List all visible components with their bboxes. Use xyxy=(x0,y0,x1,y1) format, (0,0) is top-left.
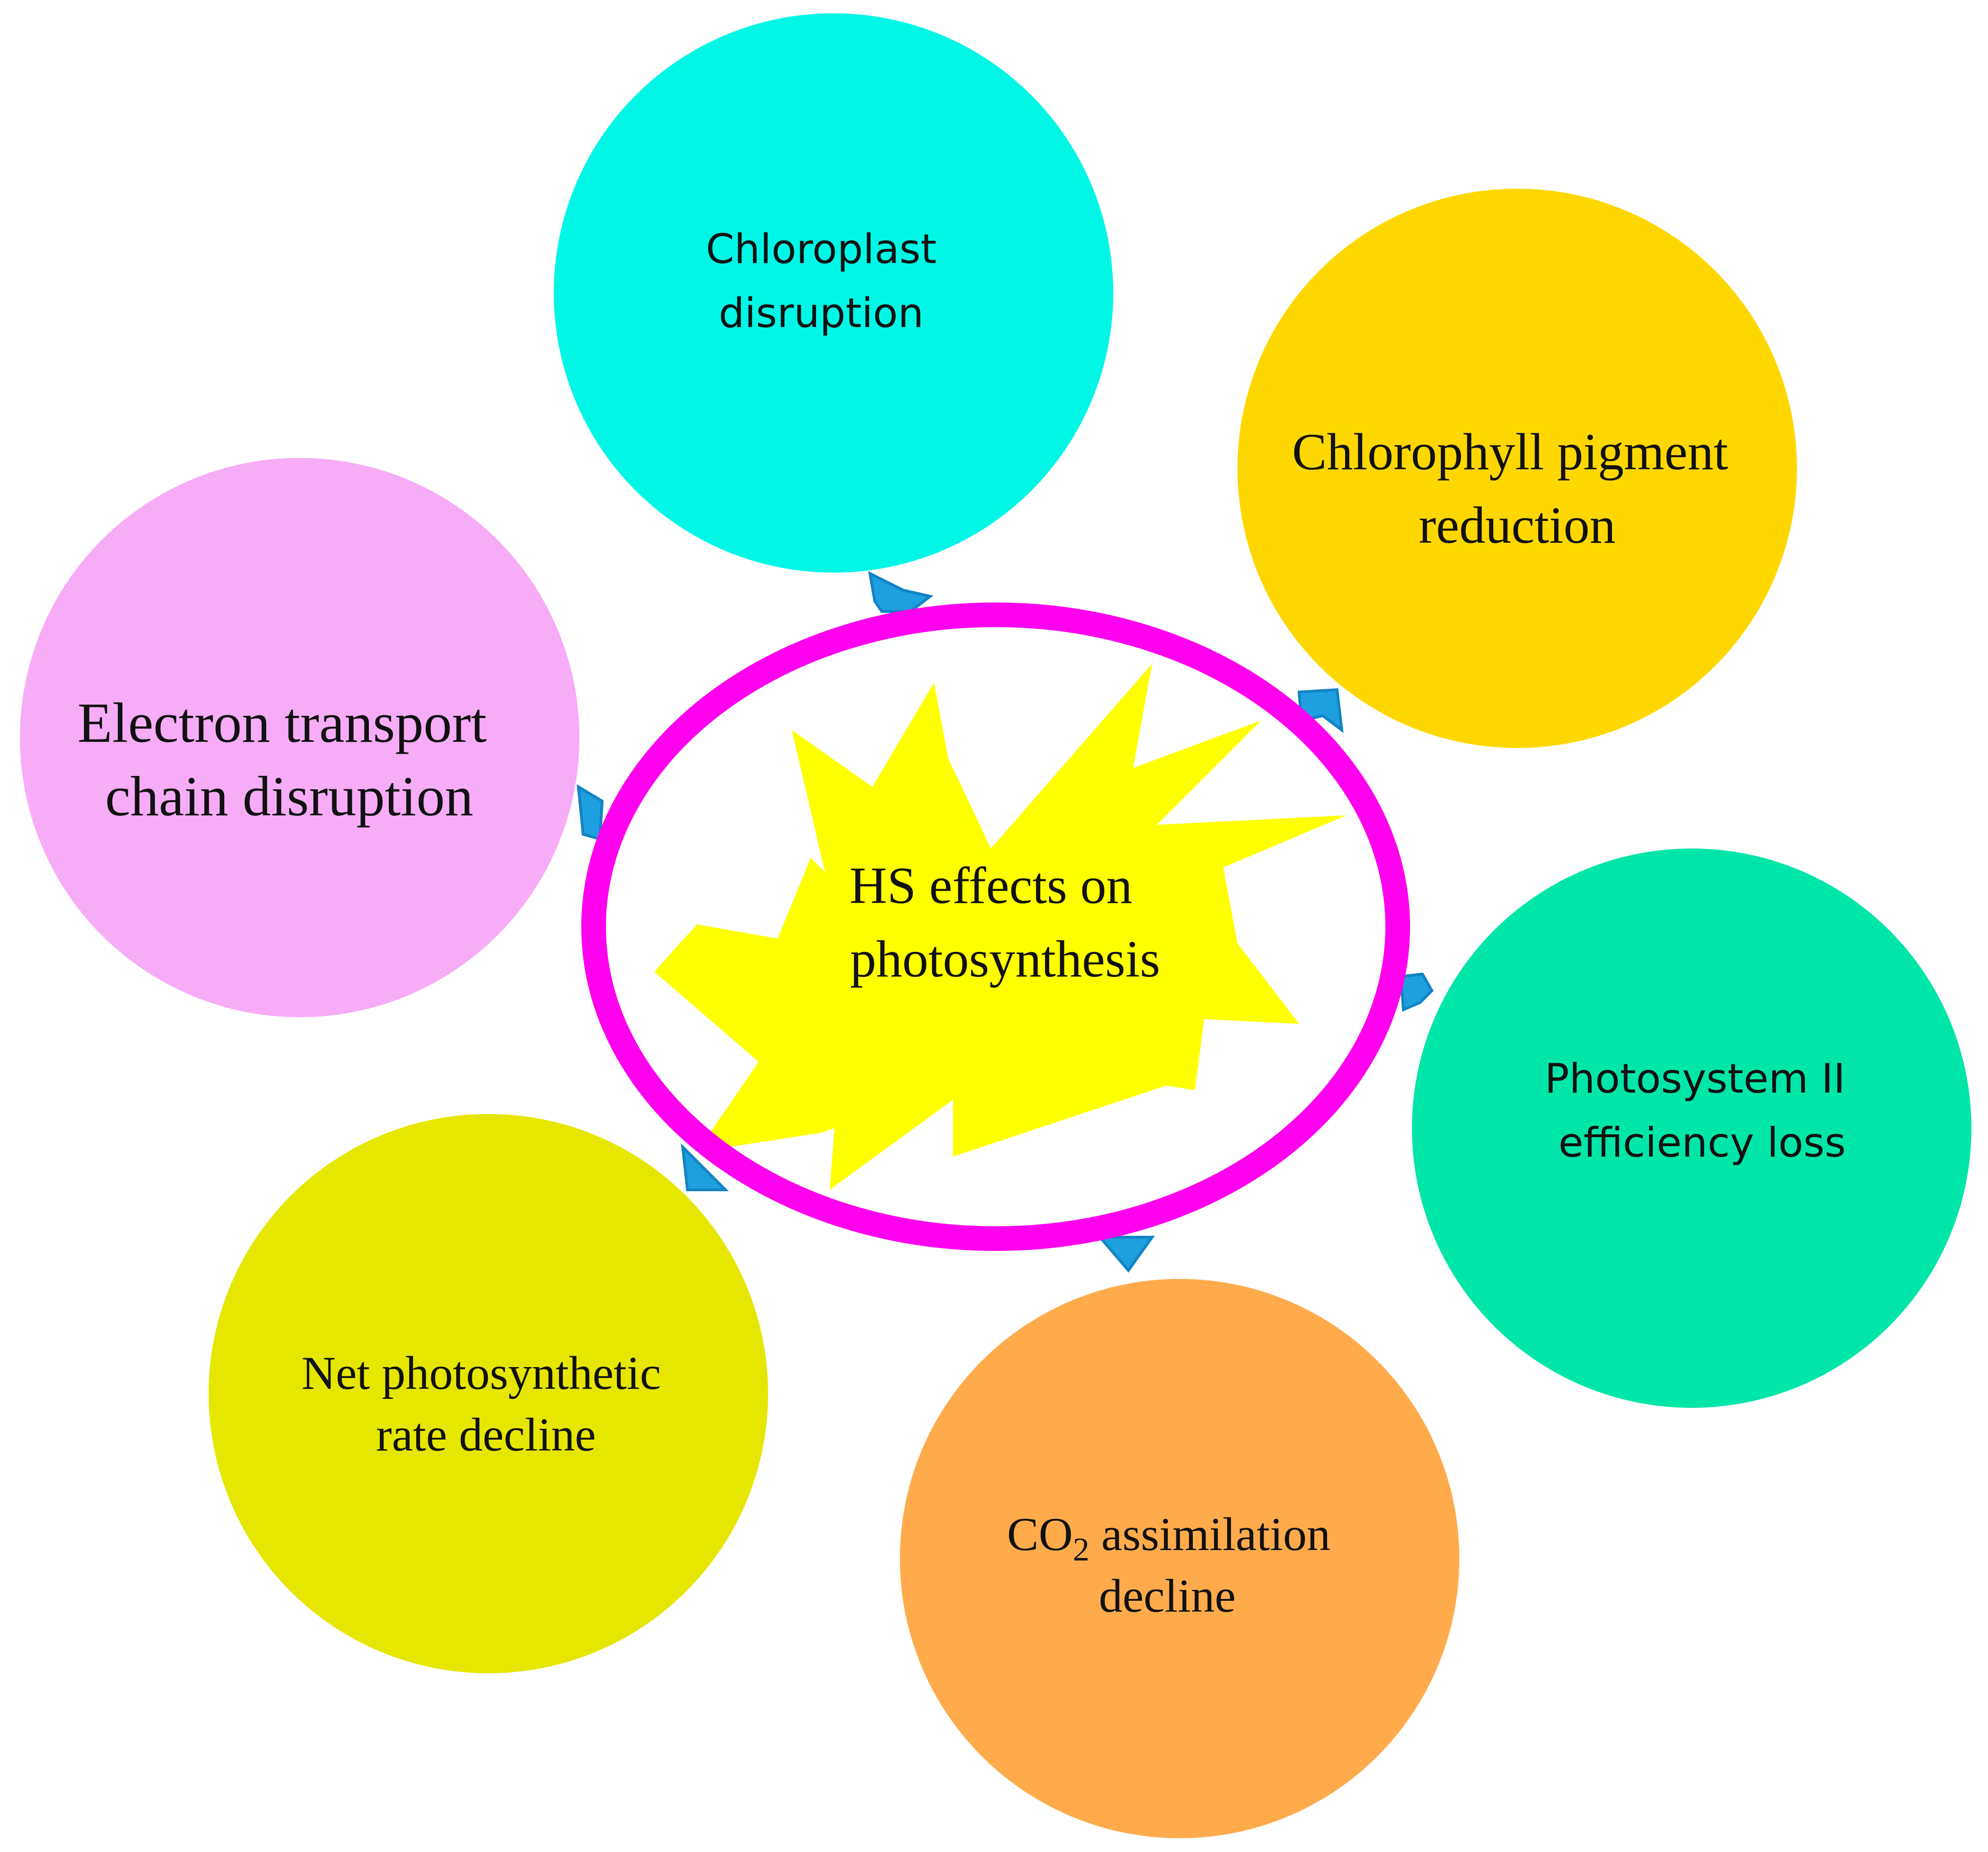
net-rate-circle xyxy=(209,1114,768,1673)
center-ring xyxy=(581,602,1410,1251)
co2-label-subscript: 2 xyxy=(1073,1532,1090,1568)
chloroplast-label-line1: Chloroplast xyxy=(706,226,937,273)
psii-label-line2: efficiency loss xyxy=(1558,1119,1846,1167)
net-rate-label-line2: rate decline xyxy=(376,1408,596,1461)
arrow-chloroplast-icon xyxy=(868,571,934,613)
etc-label-line2: chain disruption xyxy=(105,765,474,828)
center-title-line2: photosynthesis xyxy=(850,930,1160,988)
psii-circle xyxy=(1412,848,1971,1408)
chloroplast-label-line2: disruption xyxy=(719,290,924,337)
chloroplast-circle xyxy=(554,13,1113,573)
center-burst-shape xyxy=(654,664,1347,1190)
arrow-etc-icon xyxy=(577,784,604,841)
net-rate-label-line1: Net photosynthetic xyxy=(302,1347,661,1399)
arrow-net-rate-icon xyxy=(681,1143,729,1191)
arrow-psii-icon xyxy=(1399,972,1434,1012)
etc-circle xyxy=(20,458,579,1017)
etc-label-line1: Electron transport xyxy=(77,691,486,754)
connector-arrows xyxy=(577,571,1434,1273)
chlorophyll-label-line2: reduction xyxy=(1419,496,1615,554)
center-title-line1: HS effects on xyxy=(850,857,1133,914)
chlorophyll-circle xyxy=(1237,189,1797,748)
co2-circle xyxy=(900,1279,1459,1838)
co2-label-line2: decline xyxy=(1099,1569,1236,1622)
co2-label-co: CO xyxy=(1007,1508,1073,1560)
chlorophyll-label-line1: Chlorophyll pigment xyxy=(1292,423,1728,481)
co2-label-assimilation: assimilation xyxy=(1090,1508,1330,1560)
co2-label-line1: CO2 assimilation xyxy=(1007,1508,1330,1568)
psii-label-line1: Photosystem II xyxy=(1545,1055,1845,1103)
arrow-co2-icon xyxy=(1097,1236,1155,1273)
